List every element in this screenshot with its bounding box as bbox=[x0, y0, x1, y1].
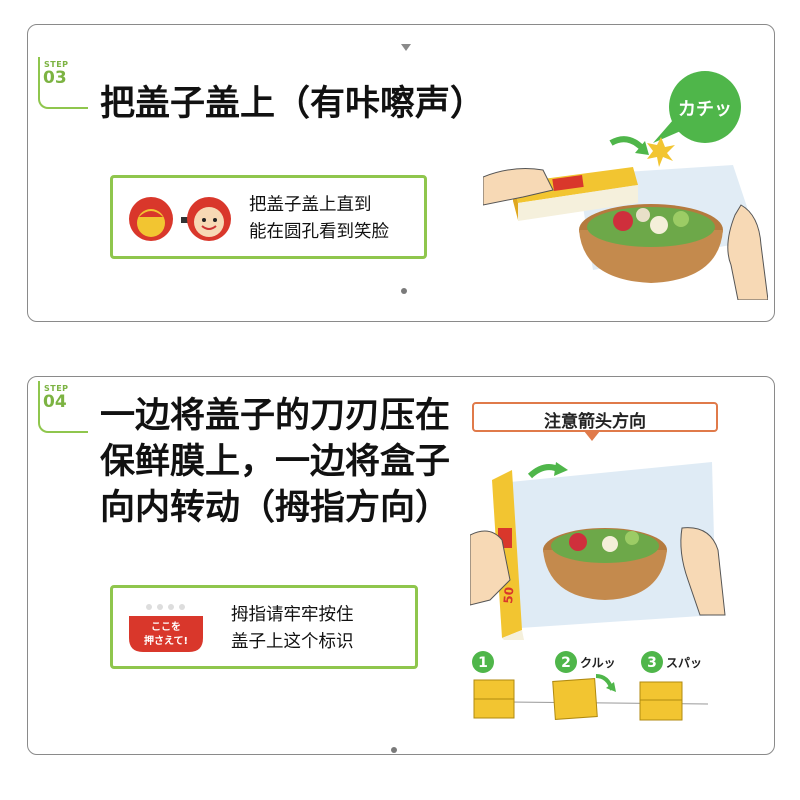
cutting-steps-diagram: 1 2 クルッ 3 スパッ bbox=[472, 651, 709, 721]
step-title: 把盖子盖上（有咔嚓声） bbox=[100, 84, 486, 124]
sound-effect-text: カチッ bbox=[678, 99, 732, 120]
smiley-icon bbox=[129, 197, 231, 241]
tip-box: 把盖子盖上直到 能在圆孔看到笑脸 bbox=[110, 175, 427, 259]
step-label: STEP bbox=[44, 60, 69, 69]
step-3-number: 3 bbox=[647, 655, 657, 671]
tip-text: 拇指请牢牢按住 盖子上这个标识 bbox=[231, 605, 354, 652]
hint-pointer-icon bbox=[584, 431, 600, 441]
step-badge: STEP 04 bbox=[38, 381, 88, 433]
wrap-cover-illustration: カチッ bbox=[483, 71, 768, 300]
step-title: 一边将盖子的刀刃压在 保鲜膜上，一边将盒子 向内转动（拇指方向） bbox=[100, 396, 451, 528]
tip-box: ここを 押さえて! 拇指请牢牢按住 盖子上这个标识 bbox=[110, 585, 418, 669]
step-2-number: 2 bbox=[561, 655, 571, 671]
badge-text-2: 押さえて! bbox=[144, 634, 188, 647]
scroll-dot-icon bbox=[391, 747, 397, 753]
press-here-badge-icon: ここを 押さえて! bbox=[129, 604, 203, 652]
step-label: STEP bbox=[44, 384, 69, 393]
box-label-text: 50 bbox=[501, 586, 516, 604]
badge-text-1: ここを bbox=[151, 621, 181, 633]
scroll-dot-icon bbox=[401, 288, 407, 294]
step-1-number: 1 bbox=[478, 655, 488, 671]
step-badge: STEP 03 bbox=[38, 57, 88, 109]
arrow-direction-hint: 注意箭头方向 bbox=[472, 402, 718, 441]
step-number: 03 bbox=[43, 68, 67, 88]
tip-text: 把盖子盖上直到 能在圆孔看到笑脸 bbox=[249, 195, 389, 242]
rotate-box-illustration: 50 bbox=[470, 462, 726, 640]
step-03-card: STEP 03 把盖子盖上（有咔嚓声） 把盖子盖上直到 能在圆孔看到笑脸 カチッ bbox=[27, 24, 775, 322]
hint-text: 注意箭头方向 bbox=[544, 412, 646, 432]
scroll-indicator-icon bbox=[401, 44, 411, 51]
step-3-sfx: スパッ bbox=[666, 656, 702, 670]
step-number: 04 bbox=[43, 392, 67, 412]
step-2-sfx: クルッ bbox=[580, 656, 616, 670]
